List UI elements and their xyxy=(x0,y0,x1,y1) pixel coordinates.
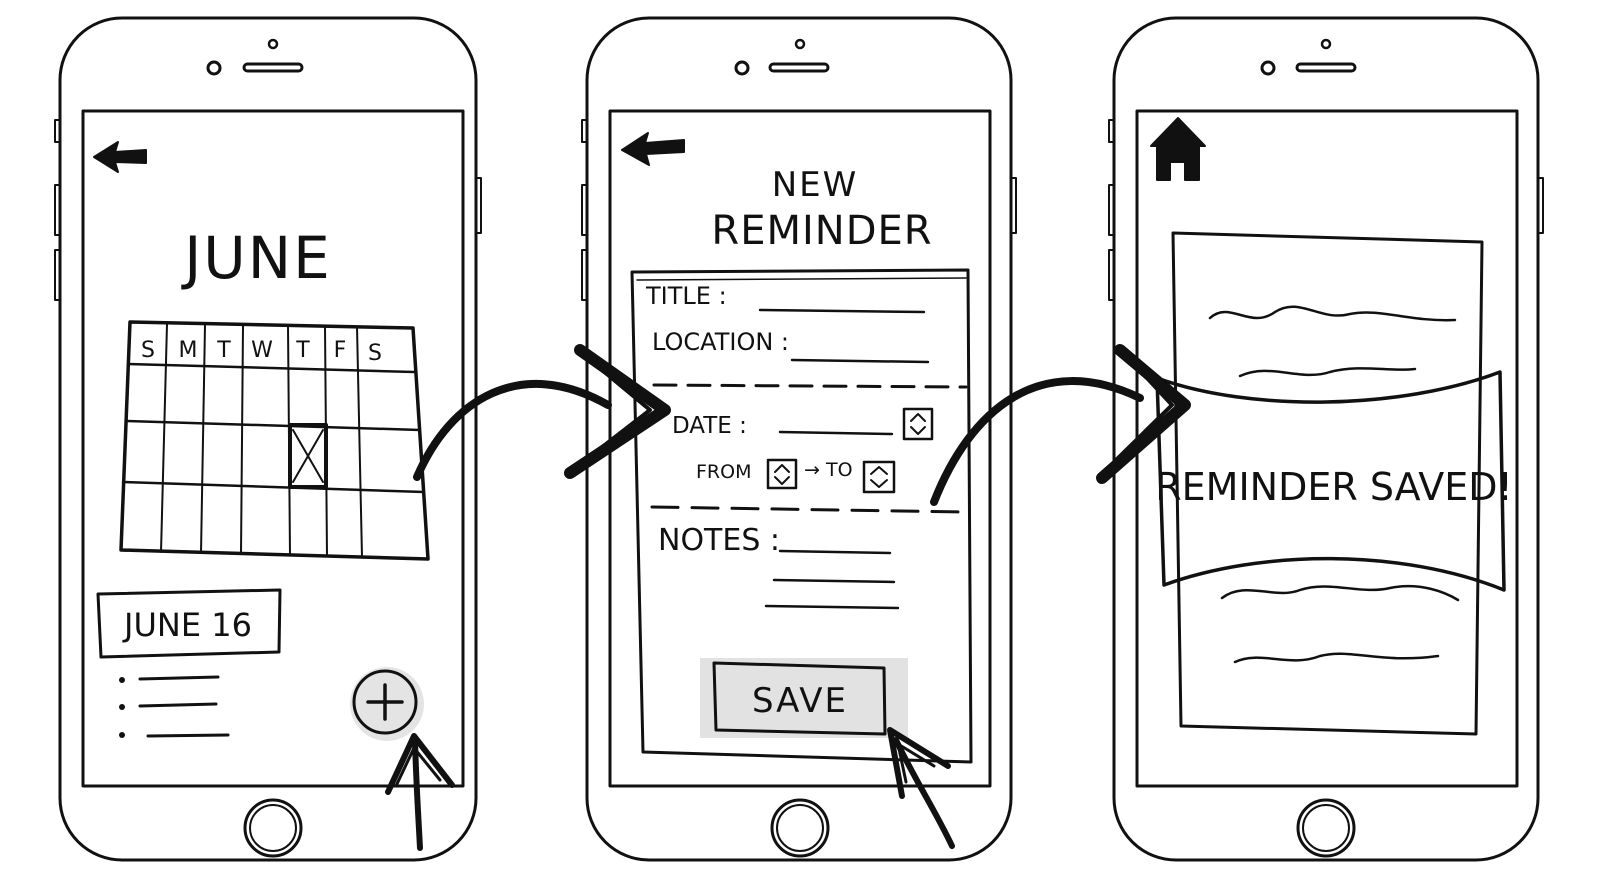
from-time-stepper[interactable] xyxy=(766,458,798,490)
phone-2-screen xyxy=(608,109,992,788)
location-input[interactable] xyxy=(790,358,930,364)
date-label: DATE : xyxy=(672,413,747,439)
to-label: → TO xyxy=(804,459,853,481)
to-time-stepper[interactable] xyxy=(862,460,896,494)
add-reminder-button[interactable] xyxy=(350,667,424,741)
home-button[interactable] xyxy=(770,798,830,858)
selected-date-label: JUNE 16 xyxy=(122,606,252,644)
date-input[interactable] xyxy=(778,430,894,436)
list-item xyxy=(138,702,218,708)
up-down-stepper-icon xyxy=(870,466,888,488)
phone-2: NEW REMINDER TITLE : LOCATION : DATE : F… xyxy=(581,16,1017,862)
save-button[interactable]: SAVE xyxy=(700,658,908,738)
text-placeholder xyxy=(1233,652,1440,664)
phone-1-screen xyxy=(81,109,465,788)
weekday-labels: S M T W T F S xyxy=(141,338,382,366)
title-label: TITLE : xyxy=(645,282,727,310)
flow-arrow-1 xyxy=(413,344,671,481)
screen-title-line1: NEW xyxy=(772,165,859,205)
notes-label: NOTES : xyxy=(658,523,780,558)
text-placeholder xyxy=(1208,305,1457,322)
selected-date-card[interactable]: JUNE 16 xyxy=(96,588,282,659)
section-divider xyxy=(652,383,968,389)
from-label: FROM xyxy=(696,461,751,483)
screen-title-line2: REMINDER xyxy=(711,208,932,254)
notes-textarea[interactable] xyxy=(764,549,900,610)
reminder-saved-banner: REMINDER SAVED! xyxy=(1155,370,1513,592)
weekday-label: S xyxy=(141,338,155,363)
weekday-label: W xyxy=(251,338,273,363)
up-down-stepper-icon xyxy=(774,464,790,485)
selected-day-cell[interactable] xyxy=(288,423,328,489)
weekday-label: F xyxy=(334,338,347,363)
plus-icon xyxy=(366,683,404,721)
speaker-grille xyxy=(1295,62,1357,73)
weekday-label: T xyxy=(216,338,231,363)
text-placeholder xyxy=(1220,584,1460,602)
home-button[interactable] xyxy=(243,798,303,858)
up-down-stepper-icon xyxy=(910,413,926,435)
content-card xyxy=(1171,231,1484,736)
weekday-label: S xyxy=(368,341,382,366)
front-camera-icon xyxy=(206,60,222,76)
reminder-list xyxy=(119,675,230,738)
text-placeholder xyxy=(1238,367,1417,378)
calendar-grid[interactable] xyxy=(119,320,430,561)
section-divider xyxy=(650,505,964,514)
date-stepper[interactable] xyxy=(902,407,934,441)
reminder-form: TITLE : LOCATION : DATE : FROM → TO xyxy=(630,268,973,764)
speaker-grille xyxy=(242,62,304,73)
back-arrow-icon[interactable] xyxy=(621,132,685,166)
list-item xyxy=(138,675,220,681)
list-item xyxy=(146,733,230,738)
list-bullet xyxy=(119,677,125,683)
front-camera-icon xyxy=(734,60,750,76)
back-arrow-icon[interactable] xyxy=(93,141,147,173)
phone-3: REMINDER SAVED! xyxy=(1108,16,1544,862)
banner-text: REMINDER SAVED! xyxy=(1155,465,1512,509)
list-bullet xyxy=(119,732,125,738)
weekday-label: M xyxy=(179,338,198,363)
weekday-label: T xyxy=(295,338,310,363)
phone-3-screen xyxy=(1135,109,1519,788)
tap-gesture-arrow xyxy=(385,733,455,851)
front-camera-icon xyxy=(1260,60,1276,76)
phone-1: JUNE S M T W T F S xyxy=(54,16,482,862)
month-title: JUNE xyxy=(181,224,332,292)
save-button-label: SAVE xyxy=(752,681,848,721)
speaker-grille xyxy=(768,62,830,73)
list-bullet xyxy=(119,704,125,710)
home-button[interactable] xyxy=(1296,798,1356,858)
home-icon[interactable] xyxy=(1150,117,1206,181)
tap-gesture-arrow xyxy=(887,727,955,849)
title-input[interactable] xyxy=(758,308,926,314)
flow-arrow-2 xyxy=(930,344,1191,506)
location-label: LOCATION : xyxy=(652,328,789,356)
